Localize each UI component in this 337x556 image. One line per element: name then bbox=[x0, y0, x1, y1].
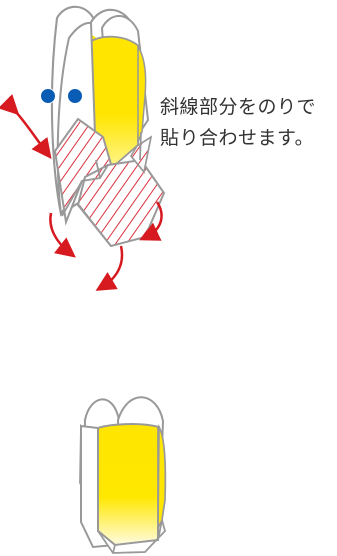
bottom-front-yellow bbox=[97, 423, 161, 547]
curved-red-arrow-icon bbox=[0, 94, 52, 159]
bottom-lower-white-face bbox=[97, 519, 167, 554]
glue-instruction: 斜線部分をのりで 貼り合わせます。 bbox=[160, 92, 335, 154]
curved-red-arrow-icon bbox=[95, 245, 124, 291]
blue-dot-icon bbox=[40, 88, 56, 104]
bottom-crease-lines bbox=[97, 427, 159, 554]
blue-dot-icon bbox=[67, 88, 83, 104]
right-yellow-panel bbox=[137, 44, 147, 143]
bottom-right-yellow-side bbox=[157, 423, 167, 529]
bottom-assembled-figure bbox=[79, 396, 167, 554]
top-paper-figure bbox=[0, 5, 166, 291]
crease-lines bbox=[61, 131, 142, 246]
glue-instruction-line-2: 貼り合わせます。 bbox=[160, 127, 315, 149]
curved-red-arrow-icon bbox=[139, 201, 163, 241]
curved-red-arrow-icon bbox=[49, 212, 76, 258]
glue-instruction-line-1: 斜線部分をのりで bbox=[160, 96, 317, 118]
